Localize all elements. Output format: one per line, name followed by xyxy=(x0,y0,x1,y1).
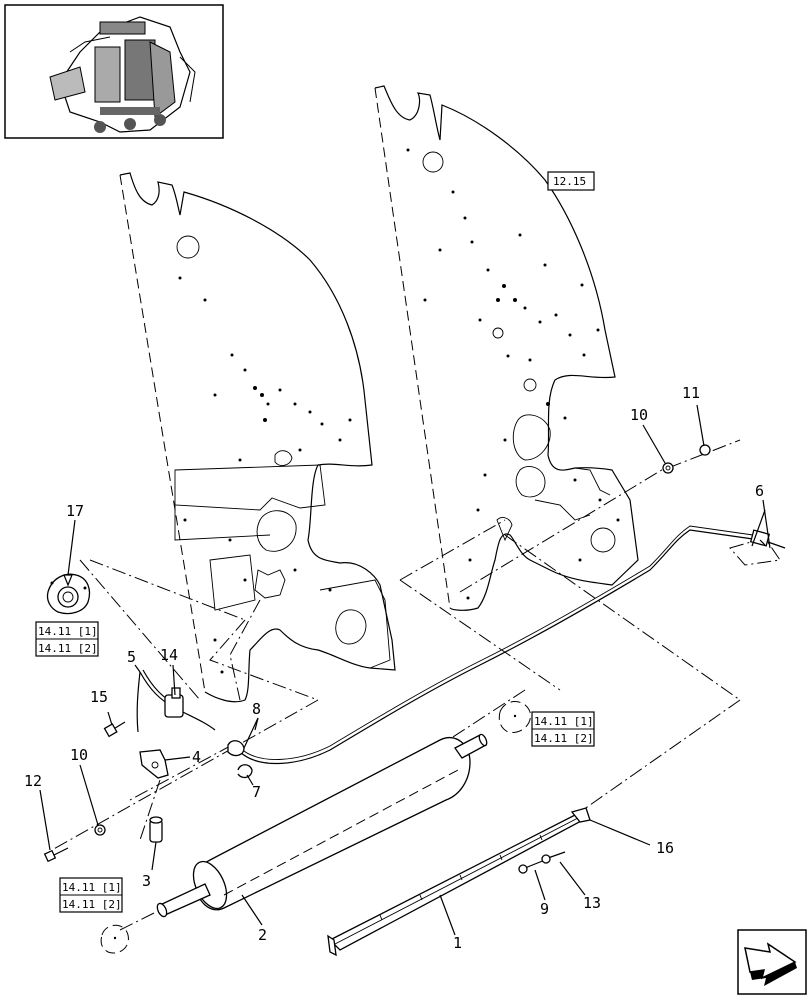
ref-box-12-15: 12.15 xyxy=(547,171,595,191)
svg-text:12.15: 12.15 xyxy=(553,175,586,188)
callout-10-right: 10 xyxy=(630,406,648,424)
front-side-plate xyxy=(119,172,396,703)
svg-text:14.11 [2]: 14.11 [2] xyxy=(534,732,594,745)
reference-boxes[interactable]: 12.15 14.11 [1] 14.11 [2] 14.11 [1] 14.1… xyxy=(35,171,595,913)
next-page-arrow-icon[interactable] xyxy=(737,929,807,995)
callout-12: 12 xyxy=(24,772,42,790)
svg-text:14.11 [1]: 14.11 [1] xyxy=(38,625,98,638)
callout-8: 8 xyxy=(252,700,261,718)
callout-17: 17 xyxy=(66,502,84,520)
callout-5: 5 xyxy=(127,648,136,666)
callout-7: 7 xyxy=(252,783,261,801)
svg-text:14.11 [1]: 14.11 [1] xyxy=(62,881,122,894)
sensor-cable xyxy=(239,525,786,765)
bearing-flange[interactable] xyxy=(46,573,91,615)
scraper-bar[interactable] xyxy=(327,807,591,957)
callout-15: 15 xyxy=(90,688,108,706)
callout-13: 13 xyxy=(583,894,601,912)
ref-box-left: 14.11 [1] 14.11 [2] xyxy=(35,621,99,657)
callout-14: 14 xyxy=(160,646,178,664)
callout-4: 4 xyxy=(192,748,201,766)
callout-2: 2 xyxy=(258,926,267,944)
roller[interactable] xyxy=(155,733,488,918)
svg-text:14.11 [2]: 14.11 [2] xyxy=(38,642,98,655)
ref-box-bottom: 14.11 [1] 14.11 [2] xyxy=(59,877,123,913)
callout-11: 11 xyxy=(682,384,700,402)
callout-1: 1 xyxy=(453,934,462,952)
bearing-outlines xyxy=(100,701,531,954)
callout-6: 6 xyxy=(755,482,764,500)
ref-box-middle: 14.11 [1] 14.11 [2] xyxy=(531,711,595,747)
leader-lines xyxy=(39,404,771,936)
sensor-bracket-assembly[interactable] xyxy=(136,669,259,779)
rear-side-plate xyxy=(374,85,639,611)
baler-overview-icon[interactable] xyxy=(4,4,224,139)
callout-9: 9 xyxy=(540,900,549,918)
callouts: 17 5 14 15 8 4 10 12 7 3 10 11 6 2 1 9 1… xyxy=(24,384,764,952)
fasteners[interactable] xyxy=(43,444,766,874)
callout-10-left: 10 xyxy=(70,746,88,764)
callout-16: 16 xyxy=(656,839,674,857)
callout-3: 3 xyxy=(142,872,151,890)
svg-text:14.11 [1]: 14.11 [1] xyxy=(534,715,594,728)
svg-text:14.11 [2]: 14.11 [2] xyxy=(62,898,122,911)
